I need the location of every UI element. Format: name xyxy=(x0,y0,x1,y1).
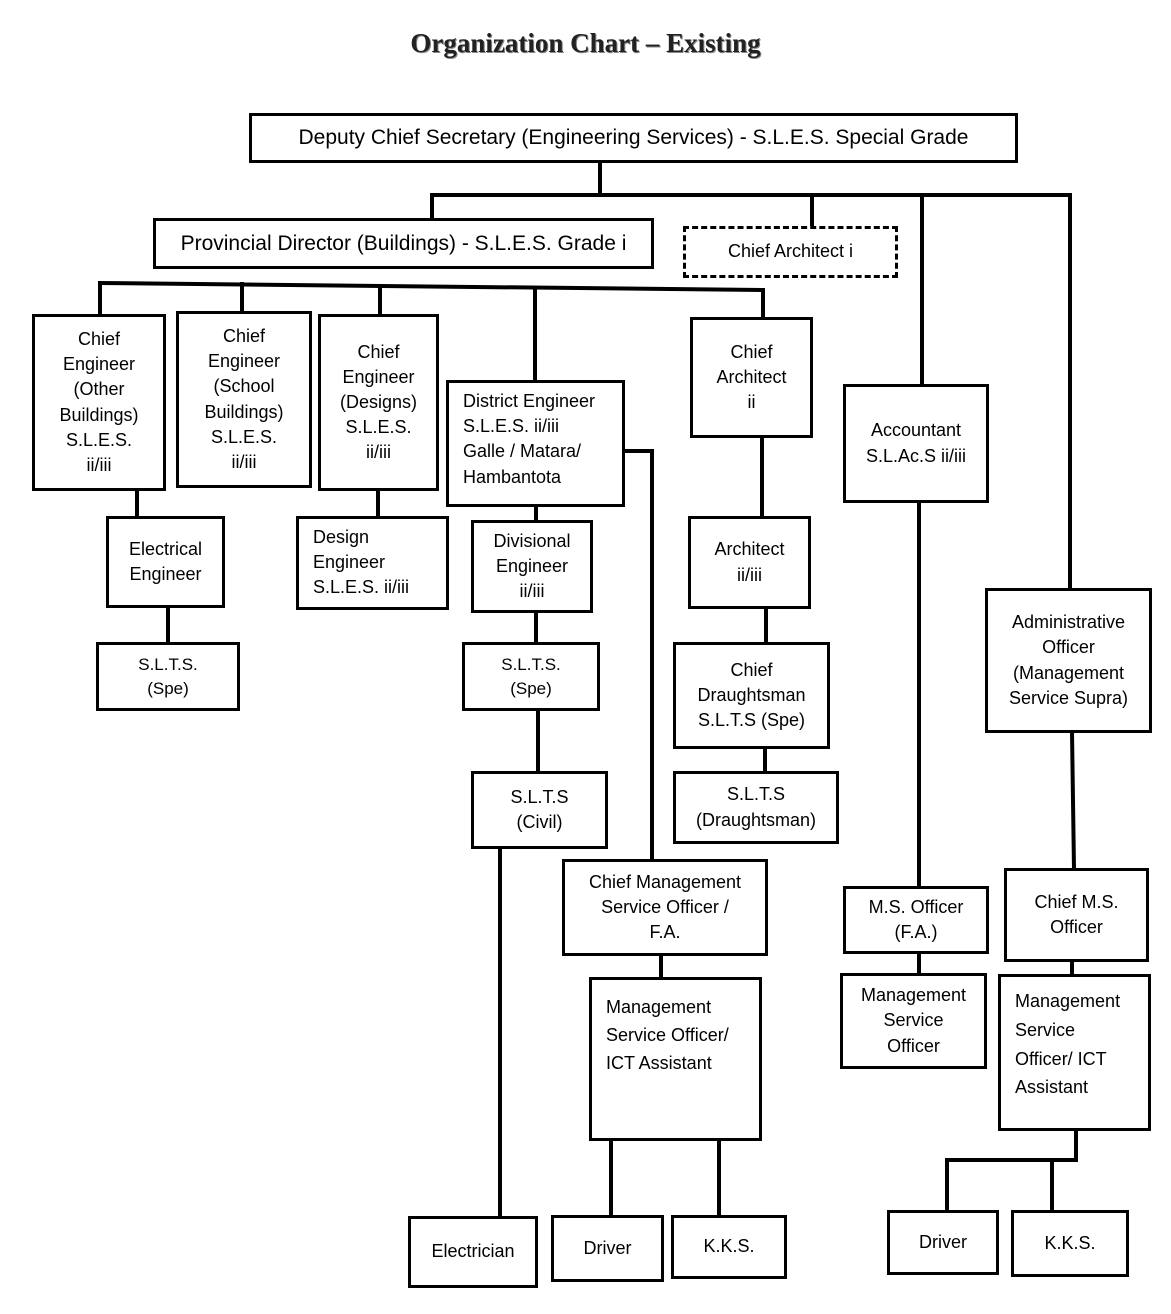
node-slts-spe-electrical: S.L.T.S. (Spe) xyxy=(96,642,240,711)
node-electrical-engineer: Electrical Engineer xyxy=(106,516,225,608)
node-accountant: Accountant S.L.Ac.S ii/iii xyxy=(843,384,989,503)
node-management-service-officer-ict: Management Service Officer/ ICT Assistan… xyxy=(589,977,762,1141)
node-divisional-engineer: Divisional Engineer ii/iii xyxy=(471,520,593,613)
node-chief-engineer-school-buildings: Chief Engineer (School Buildings) S.L.E.… xyxy=(176,311,312,488)
node-architect: Architect ii/iii xyxy=(688,516,811,609)
node-chief-management-service-officer: Chief Management Service Officer / F.A. xyxy=(562,859,768,956)
node-chief-draughtsman: Chief Draughtsman S.L.T.S (Spe) xyxy=(673,642,830,749)
connector xyxy=(622,449,654,862)
node-chief-engineer-other-buildings: Chief Engineer (Other Buildings) S.L.E.S… xyxy=(32,314,166,491)
connector xyxy=(1069,729,1077,872)
node-chief-architect-ii: Chief Architect ii xyxy=(690,317,813,438)
node-district-engineer: District Engineer S.L.E.S. ii/iii Galle … xyxy=(446,380,625,507)
node-chief-ms-officer: Chief M.S. Officer xyxy=(1004,868,1149,962)
node-slts-draughtsman: S.L.T.S (Draughtsman) xyxy=(673,771,839,844)
node-design-engineer: Design Engineer S.L.E.S. ii/iii xyxy=(296,516,449,610)
connector xyxy=(97,280,766,293)
node-slts-spe-divisional: S.L.T.S. (Spe) xyxy=(462,642,600,711)
node-kks: K.K.S. xyxy=(671,1215,787,1279)
node-kks-admin: K.K.S. xyxy=(1011,1210,1129,1277)
node-chief-engineer-designs: Chief Engineer (Designs) S.L.E.S. ii/iii xyxy=(318,314,439,491)
node-provincial-director: Provincial Director (Buildings) - S.L.E.… xyxy=(153,218,654,269)
node-electrician: Electrician xyxy=(408,1216,538,1288)
node-administrative-officer: Administrative Officer (Management Servi… xyxy=(985,588,1152,733)
node-ms-officer-fa: M.S. Officer (F.A.) xyxy=(843,886,989,954)
node-management-service-officer-ict-admin: Management Service Officer/ ICT Assistan… xyxy=(998,974,1151,1131)
node-chief-architect-i: Chief Architect i xyxy=(683,226,898,278)
node-slts-civil: S.L.T.S (Civil) xyxy=(471,771,608,849)
node-management-service-officer: Management Service Officer xyxy=(840,973,987,1069)
node-driver-admin: Driver xyxy=(887,1210,999,1275)
node-deputy-chief-secretary: Deputy Chief Secretary (Engineering Serv… xyxy=(249,113,1018,163)
chart-title: Organization Chart – Existing xyxy=(410,28,761,58)
node-driver: Driver xyxy=(551,1215,664,1282)
